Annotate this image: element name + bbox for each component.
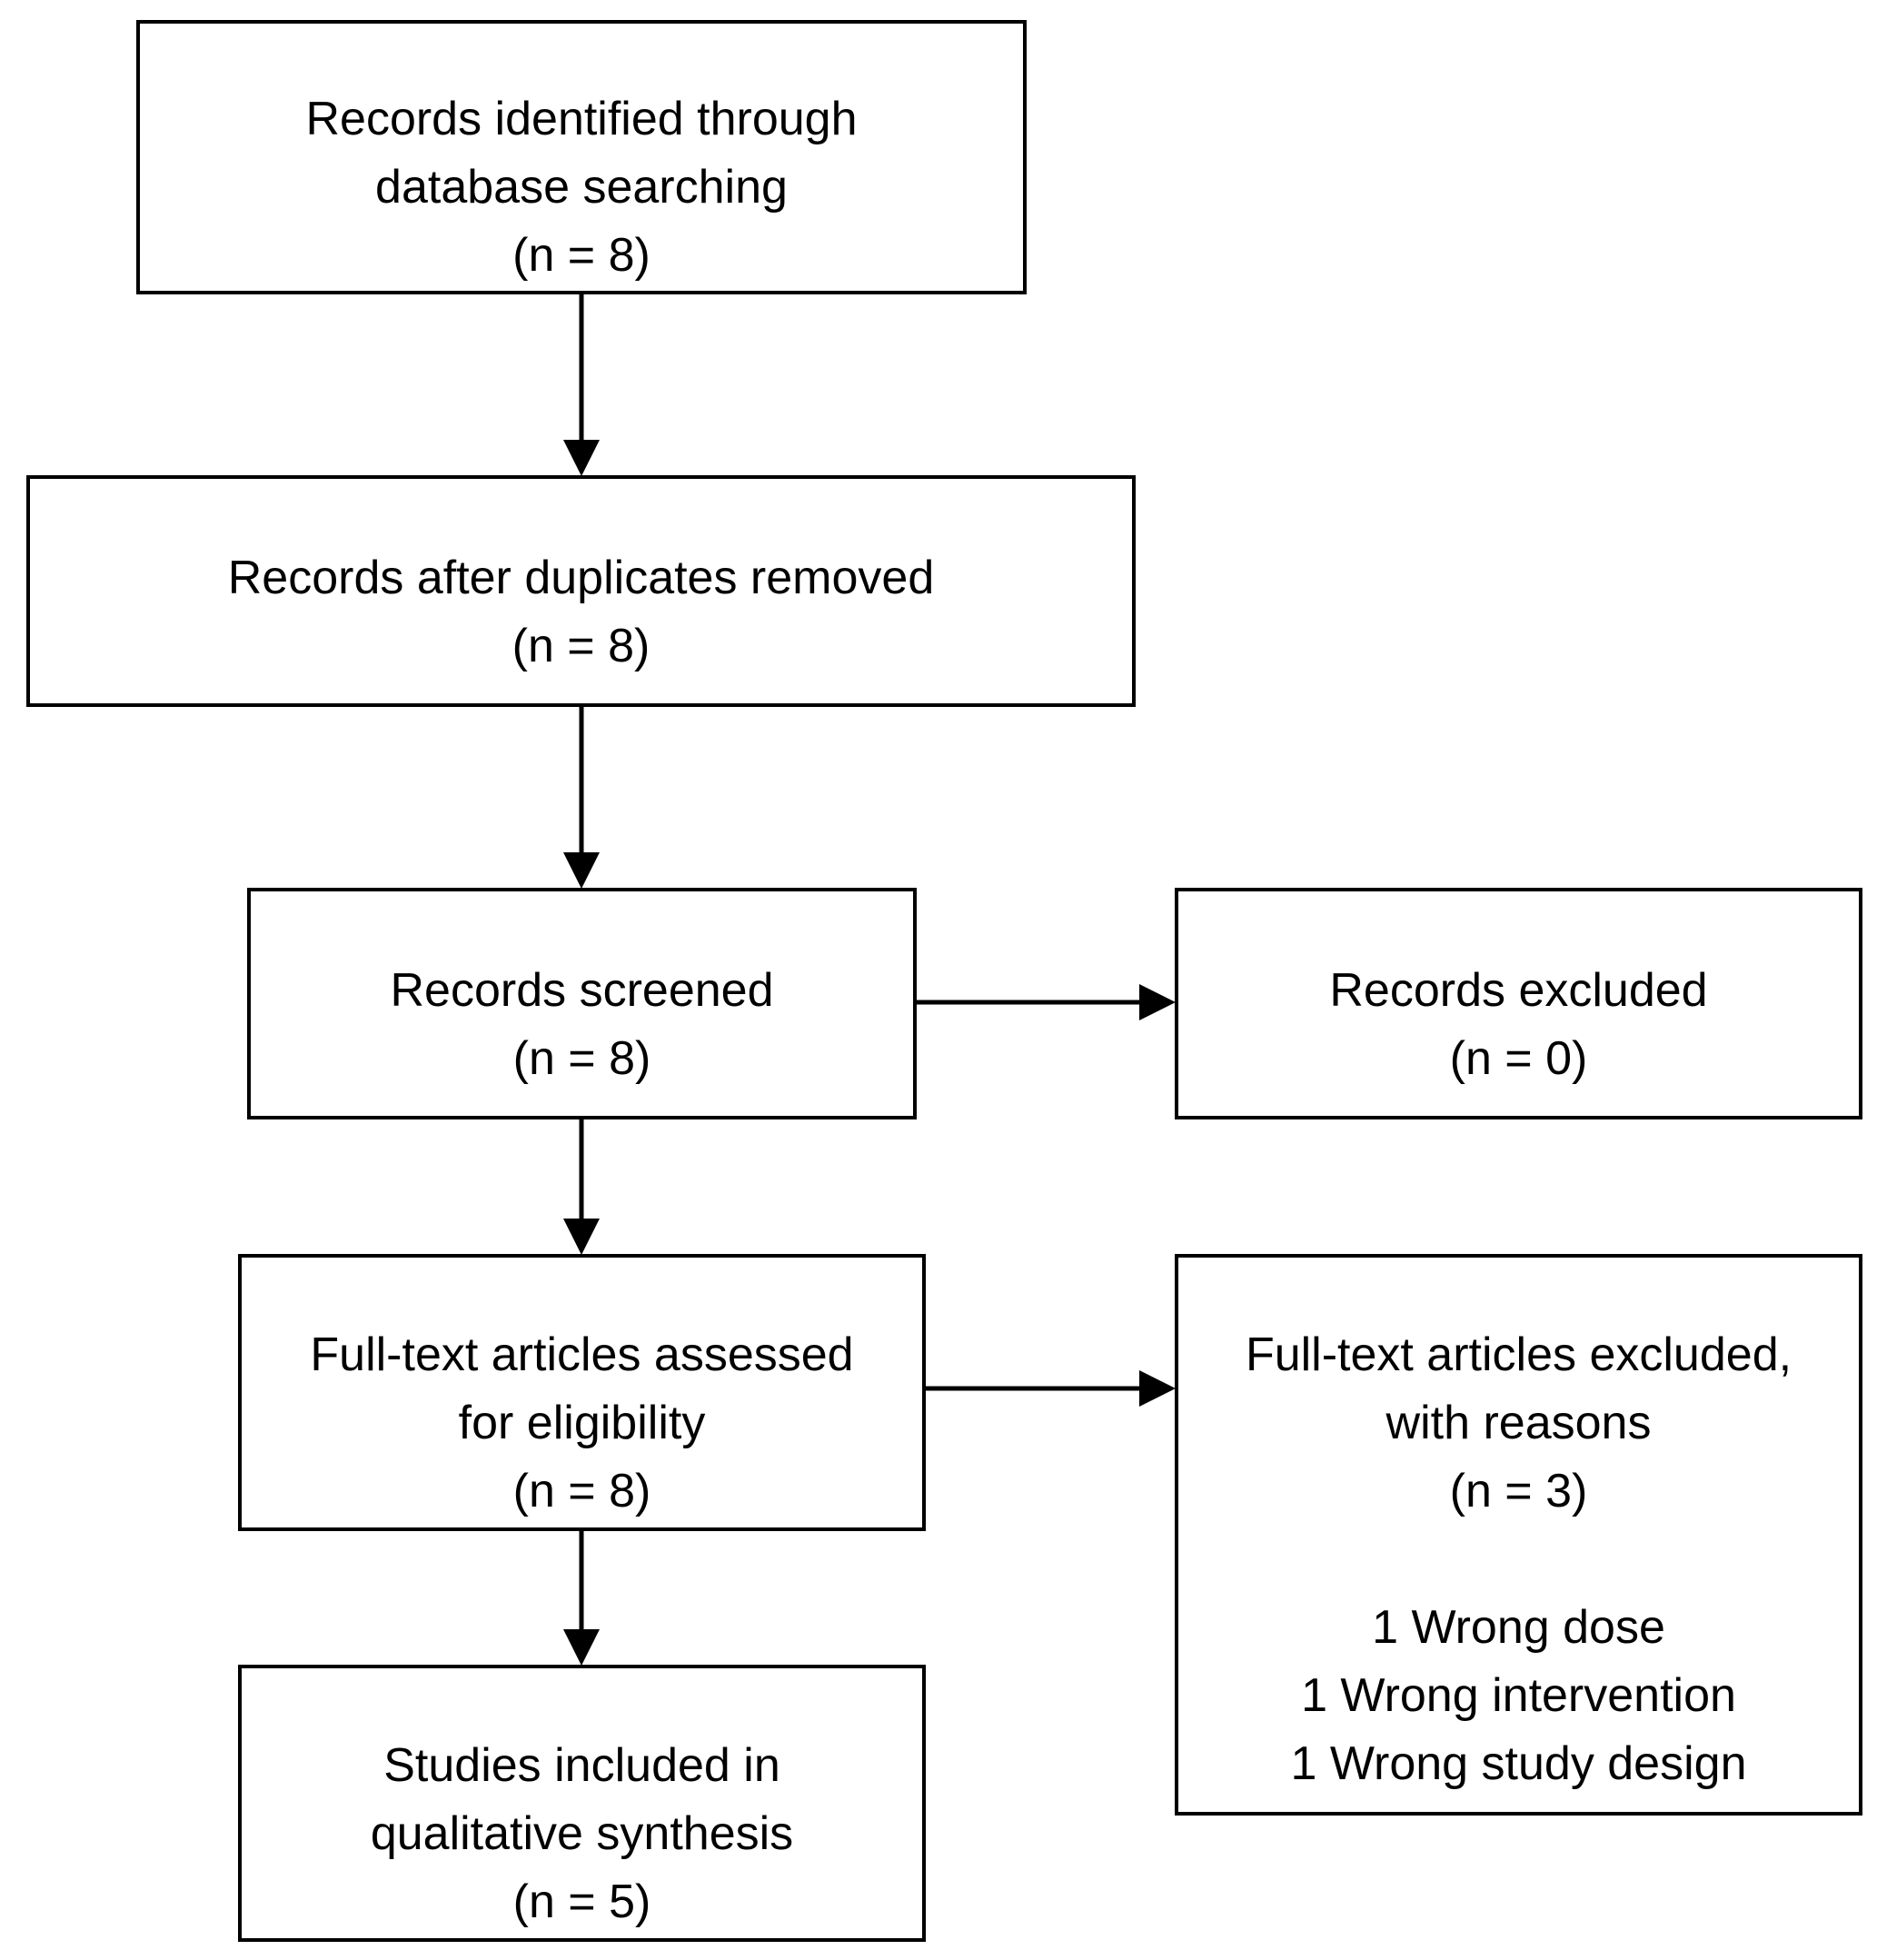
records-identified-count: (n = 8) [512,229,650,282]
studies-included-line-2: qualitative synthesis [370,1807,794,1860]
fulltext-excluded-line-1: Full-text articles excluded, [1245,1328,1793,1381]
records-deduplicated-label: Records after duplicates removed [227,552,935,604]
records-screened-count: (n = 8) [512,1032,651,1085]
records-identified-box: Records identified through database sear… [136,20,1027,294]
records-excluded-count: (n = 0) [1449,1032,1588,1085]
records-excluded-box: Records excluded (n = 0) [1175,888,1862,1119]
eligibility-line-2: for eligibility [458,1397,706,1449]
studies-included-line-1: Studies included in [383,1739,780,1792]
fulltext-excluded-count: (n = 3) [1449,1465,1588,1517]
eligibility-line-1: Full-text articles assessed [310,1328,854,1381]
eligibility-assessed-box: Full-text articles assessed for eligibil… [238,1254,926,1531]
records-deduplicated-box: Records after duplicates removed (n = 8) [26,475,1136,707]
records-identified-line-1: Records identified through [305,93,858,145]
studies-included-count: (n = 5) [512,1875,651,1928]
studies-included-box: Studies included in qualitative synthesi… [238,1665,926,1942]
exclusion-reason: 1 Wrong study design [1290,1737,1747,1790]
exclusion-reason: 1 Wrong intervention [1301,1669,1736,1722]
eligibility-count: (n = 8) [512,1465,651,1517]
records-identified-line-2: database searching [375,161,788,214]
fulltext-excluded-box: Full-text articles excluded, with reason… [1175,1254,1862,1816]
records-deduplicated-count: (n = 8) [511,620,650,672]
records-screened-box: Records screened (n = 8) [247,888,917,1119]
records-excluded-label: Records excluded [1329,964,1708,1017]
fulltext-excluded-line-2: with reasons [1385,1397,1652,1449]
records-screened-label: Records screened [390,964,774,1017]
exclusion-reason: 1 Wrong dose [1372,1601,1665,1654]
